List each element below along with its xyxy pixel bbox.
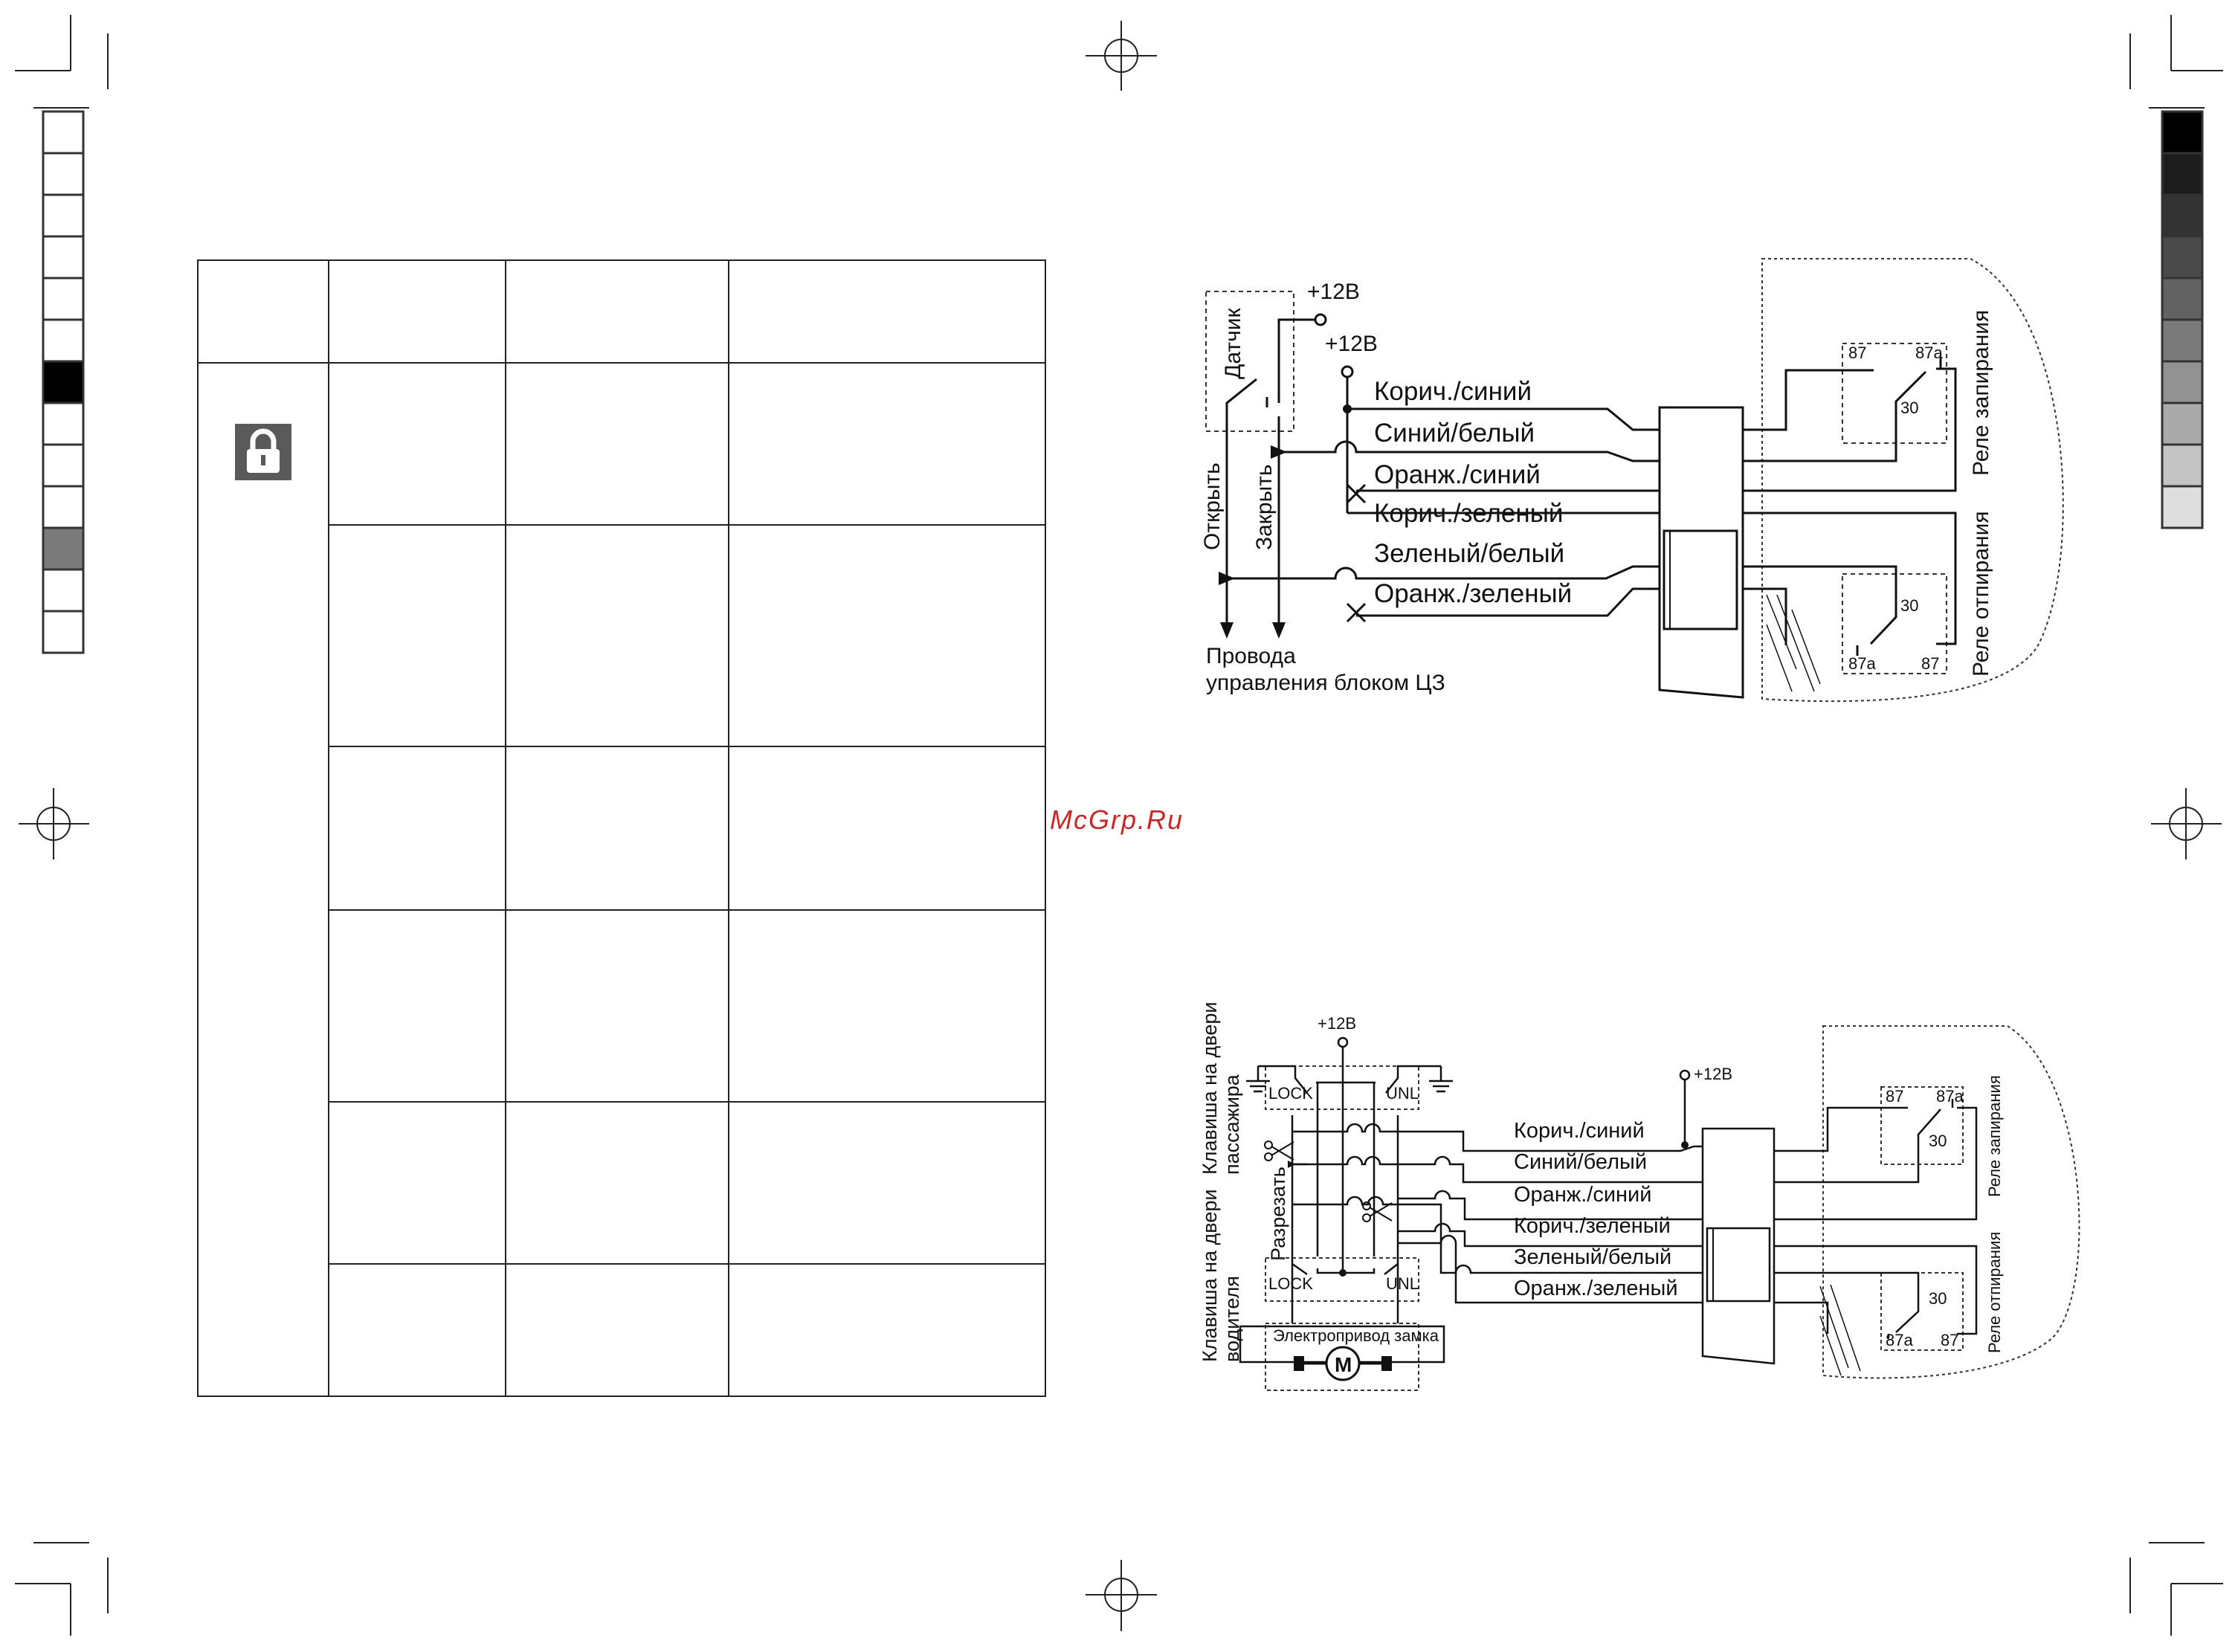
relay-pin: 30 xyxy=(1929,1132,1947,1150)
relay-pin: 87a xyxy=(1936,1087,1964,1106)
lock-key-label: LOCK xyxy=(1268,1274,1313,1293)
relay-pin: 30 xyxy=(1900,596,1918,615)
relay-pin: 87 xyxy=(1886,1087,1903,1106)
close-label: Закрыть xyxy=(1252,464,1277,550)
wire-label: Оранж./синий xyxy=(1374,460,1541,489)
relay-lock-label: Реле запирания xyxy=(1969,310,1993,476)
driver-key-label: Клавиша на двери xyxy=(1199,1190,1221,1362)
relay-pin: 30 xyxy=(1900,399,1918,417)
relay-pin: 87a xyxy=(1886,1331,1913,1349)
control-wires-label: управления блоком ЦЗ xyxy=(1206,671,1445,695)
wire-label: Корич./зеленый xyxy=(1374,499,1563,528)
right-grayscale-bar xyxy=(2161,110,2204,529)
plus12-label: +12В xyxy=(1694,1065,1732,1083)
wire-label: Синий/белый xyxy=(1374,419,1535,448)
settings-table xyxy=(197,259,1046,1397)
relay-lock-label: Реле запирания xyxy=(1985,1075,2004,1197)
passenger-key-label: пассажира xyxy=(1221,1074,1243,1175)
passenger-key-label: Клавиша на двери xyxy=(1199,1002,1221,1175)
relay-pin: 30 xyxy=(1929,1289,1947,1308)
relay-pin: 87 xyxy=(1921,654,1939,673)
unl-key-label: UNL xyxy=(1386,1274,1419,1293)
cut-label: Разрезать xyxy=(1267,1167,1289,1261)
plus12-label: +12В xyxy=(1318,1014,1356,1033)
sensor-label: Датчик xyxy=(1221,308,1245,379)
wiring-diagram-door-keys: Клавиша на двери пассажира Клавиша на дв… xyxy=(1199,1002,2080,1391)
crop-marks xyxy=(15,15,2223,1636)
watermark: McGrp.Ru xyxy=(1050,804,1184,835)
scissors-icon xyxy=(1264,1140,1393,1222)
relay-pin: 87 xyxy=(1941,1331,1958,1349)
motor-label: M xyxy=(1335,1353,1352,1376)
wire-label: Зеленый/белый xyxy=(1374,539,1564,568)
wire-label: Оранж./синий xyxy=(1514,1183,1651,1207)
relay-unlock-label: Реле отпирания xyxy=(1985,1232,2004,1353)
wire-label: Зеленый/белый xyxy=(1514,1245,1671,1269)
control-wires-label: Провода xyxy=(1206,644,1296,668)
plus12-label: +12В xyxy=(1307,280,1360,304)
relay-unlock-label: Реле отпирания xyxy=(1969,511,1993,677)
actuator-label: Электропривод замка xyxy=(1273,1326,1439,1345)
wire-label: Оранж./зеленый xyxy=(1514,1277,1678,1300)
left-color-bar xyxy=(42,110,85,654)
lock-icon xyxy=(235,424,291,480)
relay-pin: 87a xyxy=(1848,654,1876,673)
wire-label: Оранж./зеленый xyxy=(1374,579,1572,608)
wire-label: Синий/белый xyxy=(1514,1150,1647,1174)
relay-pin: 87a xyxy=(1915,343,1943,362)
relay-pin: 87 xyxy=(1848,343,1866,362)
wiring-diagram-sensor: Датчик +12В +12В Открыть Закрыть Корич./… xyxy=(1200,258,2064,703)
wire-label: Корич./синий xyxy=(1514,1119,1645,1143)
lock-key-label: LOCK xyxy=(1268,1084,1313,1103)
wire-label: Корич./зеленый xyxy=(1514,1214,1671,1238)
open-label: Открыть xyxy=(1200,462,1225,550)
wire-label: Корич./синий xyxy=(1374,377,1532,406)
registration-marks xyxy=(19,21,2222,1631)
plus12-label: +12В xyxy=(1325,332,1378,356)
